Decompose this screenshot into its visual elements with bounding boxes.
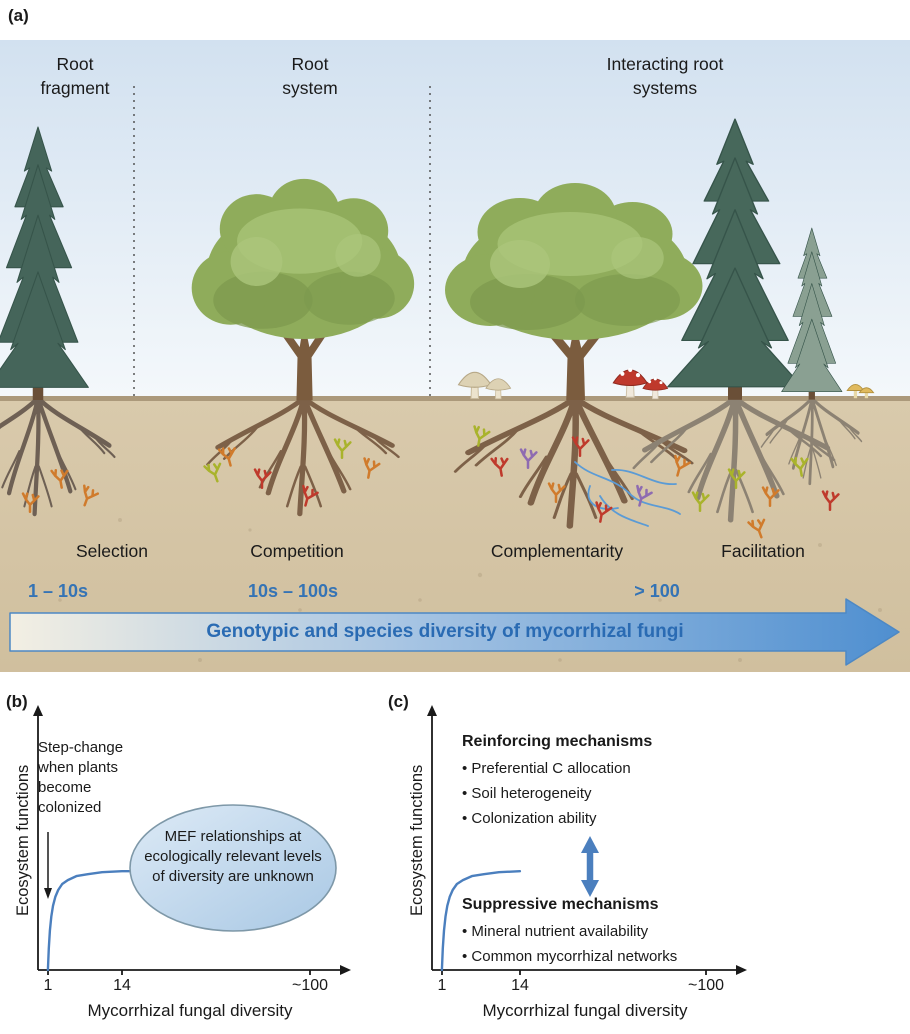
- column-dividers: [133, 86, 431, 396]
- hyphal-network-icon: [574, 461, 681, 527]
- panel-c-tick-1: 1: [437, 977, 447, 994]
- panel-b-xaxis-label: Mycorrhizal fungal diversity: [87, 1001, 293, 1020]
- panel-b-yaxis-label: Ecosystem functions: [14, 764, 32, 916]
- reinforcing-item: Preferential C allocation: [462, 757, 722, 782]
- unknown-region-ellipse: [129, 804, 337, 932]
- panel-b-tick-1: 1: [43, 977, 53, 994]
- panel-b-yaxis-arrowhead: [33, 705, 43, 716]
- ground-line: [0, 396, 910, 401]
- diversity-count-3: > 100: [634, 581, 680, 601]
- stage-label-complementarity: Complementarity: [490, 541, 624, 561]
- panel-b-tick-100: ~100: [291, 977, 329, 994]
- reinforcing-item: Colonization ability: [462, 807, 722, 832]
- stage-label-competition: Competition: [250, 541, 344, 561]
- suppressive-mechanisms-block: Suppressive mechanisms Mineral nutrient …: [462, 896, 732, 970]
- diversity-arrow-label: Genotypic and species diversity of mycor…: [206, 621, 684, 642]
- column-header-root-fragment: Root fragment: [40, 54, 110, 99]
- suppressive-item: Mineral nutrient availability: [462, 920, 732, 945]
- reinforcing-title: Reinforcing mechanisms: [462, 733, 653, 750]
- diversity-count-2: 10s – 100s: [247, 581, 339, 601]
- panel-c-xaxis-label: Mycorrhizal fungal diversity: [482, 1001, 688, 1020]
- mef-curve-c: [440, 870, 522, 972]
- diversity-count-1: 1 – 10s: [27, 581, 89, 601]
- panel-c-tick-100: ~100: [687, 977, 725, 994]
- stage-label-selection: Selection: [76, 541, 148, 561]
- panel-c-tick-14: 14: [511, 977, 529, 994]
- unknown-region-note: MEF relationships at ecologically releva…: [144, 828, 322, 885]
- column-header-interacting-root-systems: Interacting root systems: [606, 54, 724, 99]
- suppressive-item: Common mycorrhizal networks: [462, 945, 732, 970]
- reinforcing-item: Soil heterogeneity: [462, 782, 722, 807]
- sky: [0, 40, 910, 398]
- panel-c-label: (c): [388, 692, 409, 711]
- panel-c-xaxis-arrowhead: [736, 965, 747, 975]
- step-change-arrow: [44, 832, 52, 899]
- panel-a-illustration: [0, 40, 910, 672]
- mechanisms-double-arrow: [581, 836, 599, 897]
- column-header-root-system: Root system: [282, 54, 338, 99]
- panel-b-xaxis-arrowhead: [340, 965, 351, 975]
- soil-speckles: [58, 518, 882, 662]
- panel-c-yaxis-arrowhead: [427, 705, 437, 716]
- step-change-annotation: Step-change when plants become colonized: [38, 739, 124, 816]
- reinforcing-mechanisms-block: Reinforcing mechanisms Preferential C al…: [462, 733, 722, 831]
- panel-b-tick-14: 14: [113, 977, 131, 994]
- panel-b-label: (b): [6, 692, 28, 711]
- diversity-arrow: [9, 598, 900, 666]
- suppressive-title: Suppressive mechanisms: [462, 896, 659, 913]
- panel-a-label: (a): [8, 6, 29, 25]
- panel-c-yaxis-label: Ecosystem functions: [408, 764, 426, 916]
- stage-label-facilitation: Facilitation: [721, 541, 805, 561]
- panels-bc-plots: [33, 705, 747, 975]
